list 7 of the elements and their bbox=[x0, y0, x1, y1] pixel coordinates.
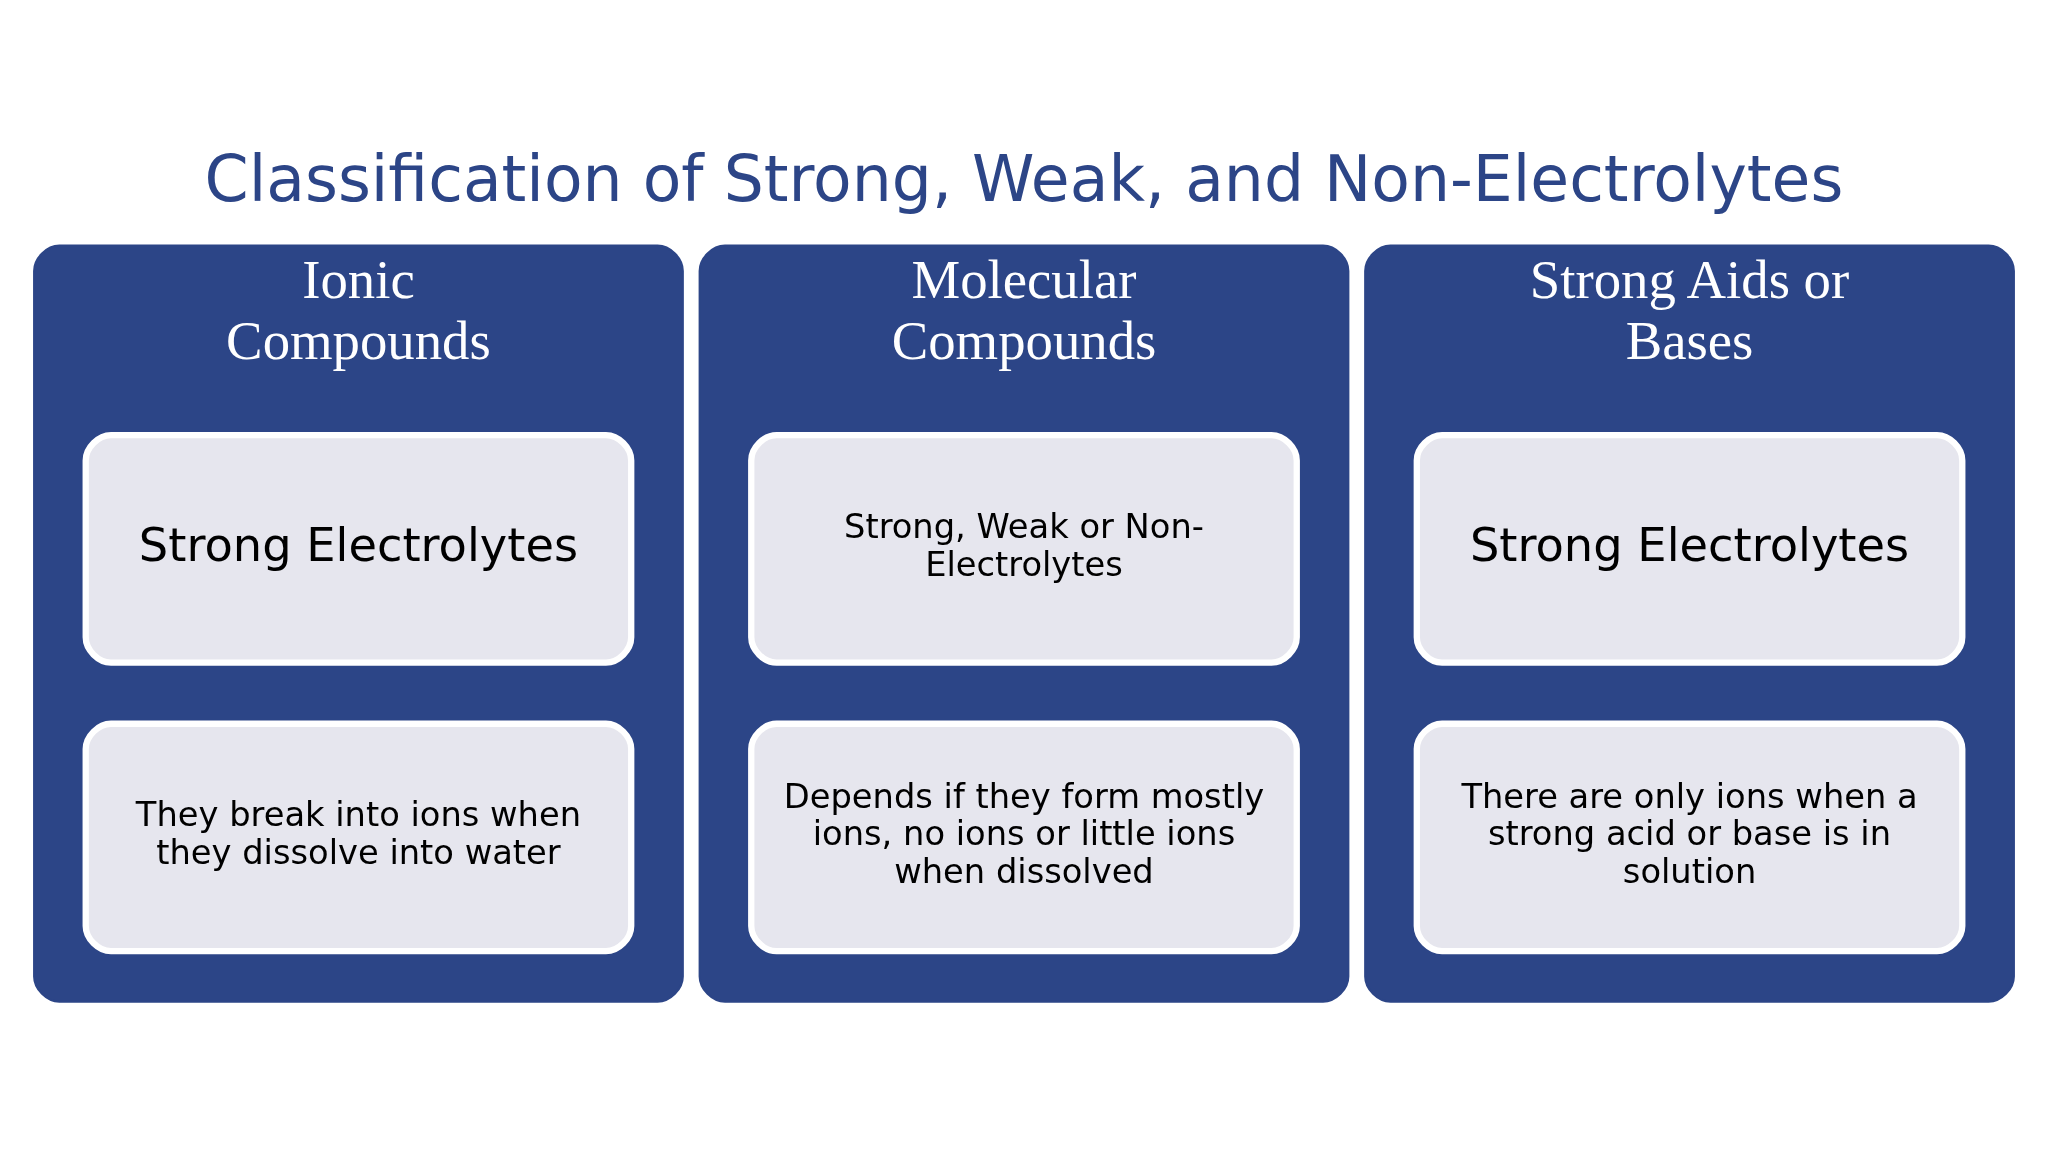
node-box: There are only ions when a strong acid or base is in solution bbox=[1413, 720, 1966, 955]
node-box: Strong, Weak or Non-Electrolytes bbox=[748, 432, 1300, 666]
diagram-title: Classification of Strong, Weak, and Non-Electrolytes bbox=[204, 142, 1844, 217]
node-box: Strong Electrolytes bbox=[82, 432, 635, 666]
node-box: Depends if they form mostly ions, no ions or little ions when dissolved bbox=[748, 720, 1300, 955]
node-box: Strong Electrolytes bbox=[1413, 432, 1966, 666]
node-box: They break into ions when they dissolve into water bbox=[82, 720, 635, 955]
